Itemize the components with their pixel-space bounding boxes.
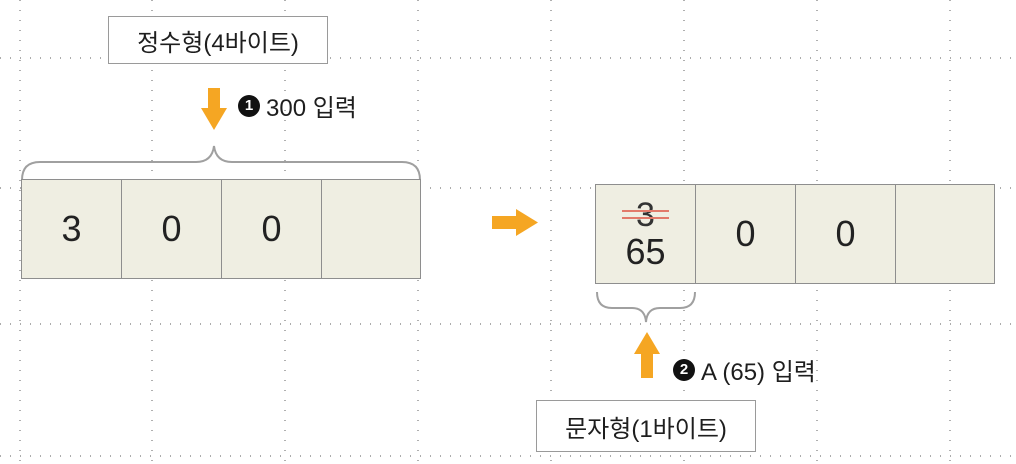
step2-badge: 2 xyxy=(673,358,695,381)
up-arrow-icon xyxy=(634,332,660,378)
step1-caption: 1 300 입력 xyxy=(238,88,357,123)
after-cell: 0 xyxy=(795,184,896,284)
after-cell xyxy=(895,184,995,284)
before-cell-value: 0 xyxy=(161,208,182,249)
before-cell: 3 xyxy=(21,179,122,279)
before-cell: 0 xyxy=(221,179,322,279)
down-arrow-icon xyxy=(201,88,227,130)
step2-caption: 2 A (65) 입력 xyxy=(673,352,816,387)
char-brace xyxy=(596,291,696,323)
step1-text: 300 입력 xyxy=(266,95,357,122)
after-cell-value: 0 xyxy=(735,213,756,254)
strike-line xyxy=(622,210,669,212)
int-type-label-text: 정수형(4바이트) xyxy=(137,29,299,57)
int-type-label: 정수형(4바이트) xyxy=(108,16,328,64)
char-type-label: 문자형(1바이트) xyxy=(536,400,756,452)
right-arrow-icon xyxy=(492,209,538,236)
after-cell-first: 3 65 xyxy=(595,184,696,284)
int-brace xyxy=(21,145,421,181)
after-cell-value: 0 xyxy=(835,213,856,254)
step2-text: A (65) 입력 xyxy=(701,359,816,386)
step1-badge: 1 xyxy=(238,94,260,117)
before-cell xyxy=(321,179,421,279)
before-cell-value: 3 xyxy=(61,208,82,249)
overwrite-stack: 3 65 xyxy=(622,196,669,272)
old-value: 3 xyxy=(622,196,669,234)
strike-line xyxy=(622,217,669,219)
before-cell-value: 0 xyxy=(261,208,282,249)
new-value: 65 xyxy=(625,231,666,272)
old-value-text: 3 xyxy=(636,196,655,234)
before-cell: 0 xyxy=(121,179,222,279)
after-cell: 0 xyxy=(695,184,796,284)
char-type-label-text: 문자형(1바이트) xyxy=(565,415,727,443)
